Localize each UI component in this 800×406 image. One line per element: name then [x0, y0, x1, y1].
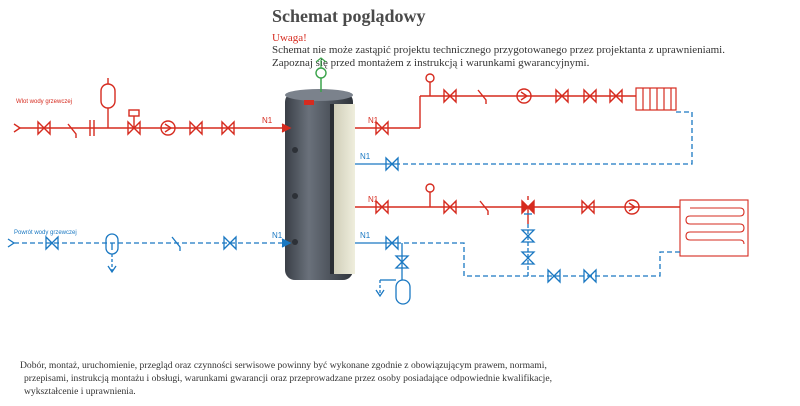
- page-title: Schemat poglądowy: [272, 6, 426, 26]
- footer-line1: Dobór, montaż, uruchomienie, przegląd or…: [20, 360, 547, 371]
- drain-assembly: [375, 243, 411, 305]
- nozzle-label-n1-right-1: N1: [368, 116, 379, 125]
- buffer-tank: [285, 57, 355, 280]
- warning-text-line2: Zapoznaj się przed montażem z instrukcją…: [272, 57, 590, 69]
- warning-label: Uwaga!: [272, 32, 307, 44]
- footer-line2: przepisami, instrukcją montażu i obsługi…: [24, 373, 552, 384]
- nozzle-label-n1-left-bottom: N1: [272, 231, 283, 240]
- radiator: [635, 87, 677, 111]
- nozzle-label-n1-right-3: N1: [368, 195, 379, 204]
- return-line-left: [7, 233, 292, 274]
- footer-note: Dobór, montaż, uruchomienie, przegląd or…: [20, 359, 740, 398]
- footer-line3: wykształcenie i uprawnienia.: [24, 386, 136, 397]
- floor-heating-loop: [679, 199, 749, 257]
- radiator-circuit-return: [355, 111, 693, 172]
- floor-heating-return: [355, 213, 680, 284]
- warning-text-line1: Schemat nie może zastąpić projektu techn…: [272, 44, 725, 56]
- radiator-circuit-supply: [355, 73, 636, 136]
- return-outlet-label: Powrót wody grzewczej: [14, 230, 77, 236]
- supply-inlet-label: Wlot wody grzewczej: [16, 99, 72, 105]
- supply-line-left: [13, 78, 292, 138]
- floor-heating-supply: [355, 183, 680, 224]
- nozzle-label-n1-left-top: N1: [262, 116, 273, 125]
- nozzle-label-n1-right-2: N1: [360, 152, 371, 161]
- nozzle-label-n1-right-4: N1: [360, 231, 371, 240]
